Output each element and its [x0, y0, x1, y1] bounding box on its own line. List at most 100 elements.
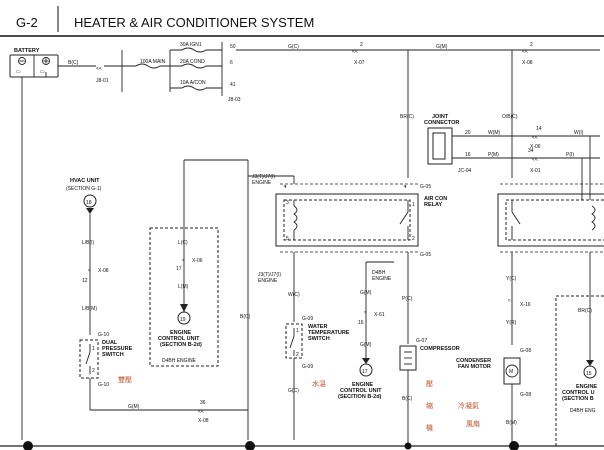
svg-text:▾: ▾ [284, 184, 287, 190]
ecu1-ref-circle [177, 311, 191, 325]
svg-text:≈: ≈ [508, 298, 511, 304]
wire-label: L/B(I) [82, 240, 95, 246]
pin-label: 1 [296, 328, 299, 334]
connector-label: G-09 [302, 316, 313, 322]
wire-label: L(C) [178, 240, 188, 246]
water-temp-cn: 水溫 [312, 379, 326, 388]
pin-label: 50 [230, 44, 236, 50]
condenser-cn: 冷凝氣風扇 [458, 401, 480, 428]
wire-label: B(C) [402, 396, 413, 402]
hvac-unit-label: HVAC UNIT [70, 178, 100, 184]
connector-label: G-10 [98, 332, 109, 338]
fuse-label: 20A COND [180, 59, 205, 65]
wire-label: BR(C) [400, 114, 414, 120]
svg-text:<<: << [532, 157, 538, 163]
wire-label: P(M) [488, 152, 499, 158]
ecu-box-right [555, 295, 604, 447]
ground-num-12: 12 [510, 445, 517, 450]
ecu3-ref-number: 15 [586, 371, 592, 377]
j3b-label: J3(T)/J7(I)ENGINE [258, 272, 281, 284]
compressor-cn: 壓縮機 [426, 380, 433, 432]
ecu1-engine: D4BH ENGINE [162, 358, 197, 364]
svg-text:<<: << [352, 49, 358, 55]
wire-label: B(C) [68, 60, 79, 66]
wire-label: BR(C) [578, 308, 592, 314]
battery-label: BATTERY [14, 48, 40, 54]
pin-label: 1 [412, 202, 415, 208]
wire-label: O/B(C) [502, 114, 518, 120]
dual-pressure-switch [79, 339, 99, 379]
wire-label: Y(R) [506, 320, 517, 326]
svg-text:<<: << [522, 49, 528, 55]
fuse-label: 10A A/CON [180, 80, 206, 86]
wire-label: W(M) [488, 130, 501, 136]
wire-label: W(C) [288, 292, 300, 298]
wire-label: G(C) [288, 44, 299, 50]
connector-label: X-06 [530, 144, 541, 150]
wire-label: P(I) [566, 152, 574, 158]
connector-label: G-05 [420, 252, 431, 258]
pin-label: 16 [358, 320, 364, 326]
pin-label: 5 [286, 236, 289, 242]
connector-label: J8-01 [96, 78, 109, 84]
connector-label: G-09 [302, 364, 313, 370]
svg-text:≈: ≈ [364, 310, 367, 316]
junction-dot [404, 442, 412, 450]
fuse-label: 100A MAIN [140, 59, 166, 65]
j3-label: J3(T)/J7(I)ENGINE [252, 174, 275, 186]
wire-label: W(I) [574, 130, 584, 136]
wire-label: L(M) [178, 284, 189, 290]
ecu-box-left [149, 227, 219, 367]
compressor-label: COMPRESSOR [420, 346, 460, 352]
svg-text:<<: << [96, 66, 102, 72]
connector-label: X-08 [98, 268, 109, 274]
connector-label: G-08 [520, 392, 531, 398]
page-title: HEATER & AIR CONDITIONER SYSTEM [74, 15, 314, 30]
svg-text:≈: ≈ [182, 258, 185, 264]
wire-label: G(M) [360, 290, 372, 296]
wire-label: P(C) [402, 296, 413, 302]
ecu3-engine: D4BH ENG [570, 408, 596, 414]
ecu1-ref-number: 19 [180, 317, 186, 323]
wire-label: G(M) [360, 342, 372, 348]
svg-text:<<: << [532, 135, 538, 141]
fuse-label: 30A IGN1 [180, 42, 202, 48]
wire-label: Y(C) [506, 276, 517, 282]
ecu2-ref-number: 17 [362, 369, 368, 375]
ecu3-ref-circle [583, 365, 597, 379]
hvac-section: (SECTION G-1) [66, 186, 102, 192]
wire-label: B(C) [240, 314, 251, 320]
connector-label: X-61 [374, 312, 385, 318]
pin-label: 6 [230, 60, 233, 66]
joint-connector [427, 127, 453, 165]
hvac-ref-number: 18 [86, 200, 92, 206]
pin-label: 3 [286, 200, 289, 206]
wire-label: G(M) [436, 44, 448, 50]
svg-text:≈: ≈ [88, 268, 91, 274]
pin-label: 2 [92, 368, 95, 374]
wire-label: G(M) [128, 404, 140, 410]
pin-label: 1 [92, 346, 95, 352]
wire-label: B(M) [506, 420, 517, 426]
ground-node-11 [245, 441, 255, 450]
connector-label: G-05 [420, 184, 431, 190]
svg-text:▾: ▾ [404, 184, 407, 190]
connector-label: G-10 [98, 382, 109, 388]
pin-label: 2 [360, 42, 363, 48]
svg-text:▭: ▭ [16, 69, 21, 75]
connector-label: X-16 [520, 302, 531, 308]
motor-icon [505, 364, 519, 378]
pin-label: 2 [296, 352, 299, 358]
wire-label: L/B(M) [82, 306, 97, 312]
ecu2-ref-circle [359, 363, 373, 377]
section-number: G-2 [16, 15, 38, 30]
connector-label: X-06 [192, 258, 203, 264]
air-con-relay [275, 193, 419, 247]
